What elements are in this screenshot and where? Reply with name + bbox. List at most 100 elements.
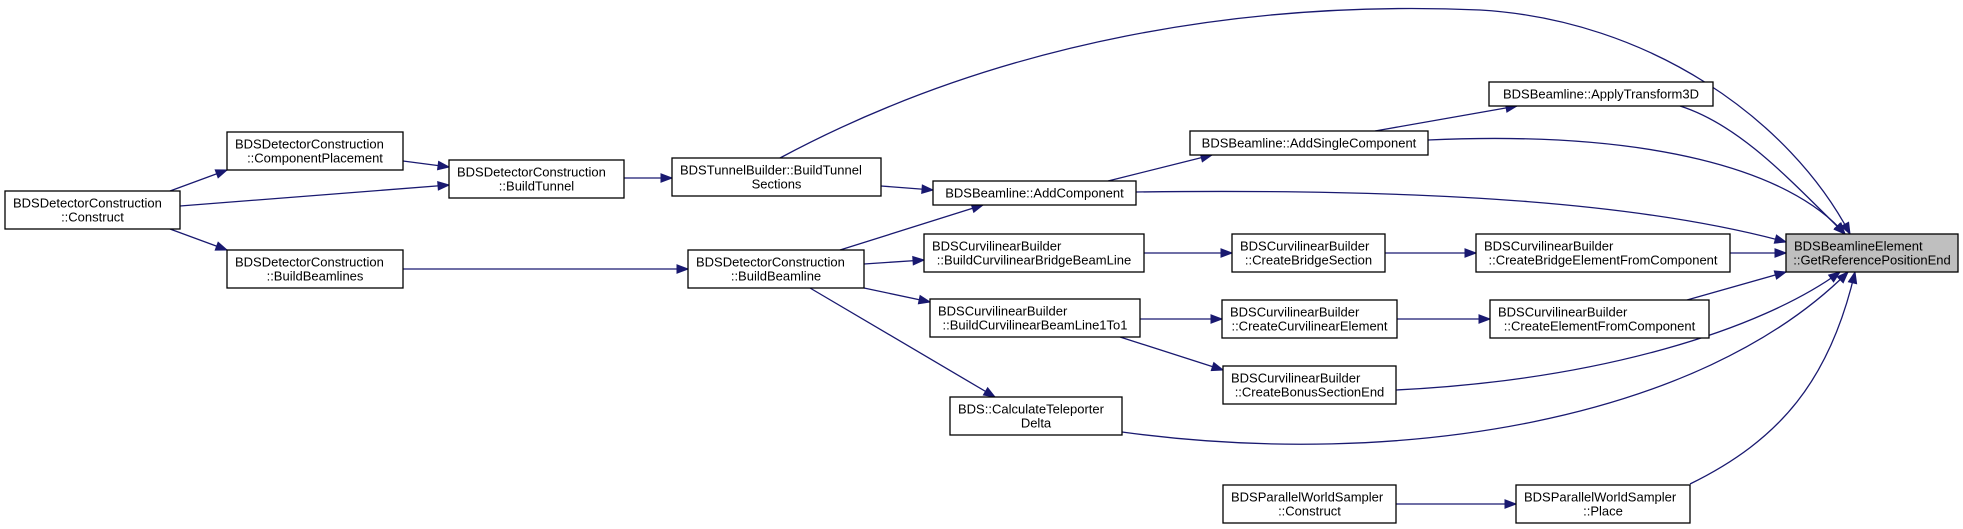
edge-addsingle-to-target <box>1427 137 1846 236</box>
node-label-line: BDSBeamline::AddSingleComponent <box>1202 136 1417 151</box>
nodes-layer: BDSBeamlineElement::GetReferencePosition… <box>4 81 1959 524</box>
arrowhead-icon <box>1840 221 1851 236</box>
edge-cb_createcurvelem-to-cb_elemfromcomp <box>1397 314 1492 324</box>
node-label-line: ::CreateBonusSectionEnd <box>1235 385 1385 400</box>
node-label-line: BDSTunnelBuilder::BuildTunnel <box>680 163 862 178</box>
node-dc_buildbeamline[interactable]: BDSDetectorConstruction::BuildBeamline <box>687 249 865 289</box>
node-cb_createbridgesection[interactable]: BDSCurvilinearBuilder::CreateBridgeSecti… <box>1231 233 1386 273</box>
edge-tunnelsections-to-target <box>779 7 1851 236</box>
arrowhead-icon <box>1847 270 1858 285</box>
arrowhead-icon <box>921 184 935 195</box>
node-label-line: ::Construct <box>1278 504 1341 519</box>
arrowhead-icon <box>1464 248 1478 258</box>
node-label-line: ::CreateBridgeSection <box>1245 253 1372 268</box>
arrowhead-icon <box>436 160 451 171</box>
arrowhead-icon <box>917 294 932 305</box>
edge-dc_buildbeamlines-to-dc_buildbeamline <box>403 264 690 274</box>
arrowhead-icon <box>1774 248 1788 258</box>
edge-addsingle-to-applytransform <box>1374 103 1519 132</box>
arrowhead-icon <box>1836 271 1849 284</box>
node-label-line: ::BuildBeamline <box>731 269 821 284</box>
node-label-line: ::CreateElementFromComponent <box>1504 319 1696 334</box>
arrowhead-icon <box>214 241 229 251</box>
node-label-line: BDSCurvilinearBuilder <box>1230 305 1360 320</box>
node-target[interactable]: BDSBeamlineElement::GetReferencePosition… <box>1785 233 1959 273</box>
arrowhead-icon <box>1220 248 1234 258</box>
node-label-line: ::BuildCurvilinearBeamLine1To1 <box>943 318 1128 333</box>
edge-cb_beamline1to1-to-cb_createcurvelem <box>1140 314 1224 324</box>
node-cb_bridgebeamline[interactable]: BDSCurvilinearBuilder::BuildCurvilinearB… <box>923 233 1145 273</box>
edge-pws_construct-to-pws_place <box>1396 499 1518 509</box>
node-label-line: BDSDetectorConstruction <box>235 255 384 270</box>
arrowhead-icon <box>1210 361 1225 372</box>
arrowhead-icon <box>676 264 690 274</box>
node-label-line: BDSCurvilinearBuilder <box>1498 305 1628 320</box>
node-label-line: ::CreateCurvilinearElement <box>1231 319 1387 334</box>
edge-teleporter-to-target <box>1121 271 1849 445</box>
edge-cb_createbridgesection-to-cb_bridgeelement <box>1385 248 1478 258</box>
node-label-line: BDSCurvilinearBuilder <box>1240 239 1370 254</box>
node-dc_buildtunnel[interactable]: BDSDetectorConstruction::BuildTunnel <box>448 159 625 199</box>
edge-addcomp-to-target <box>1135 190 1788 244</box>
edge-dc_construct-to-dc_buildbeamlines <box>169 228 229 251</box>
edge-cb_elemfromcomp-to-target <box>1686 270 1788 301</box>
node-cb_bridgeelement[interactable]: BDSCurvilinearBuilder::CreateBridgeEleme… <box>1475 233 1731 273</box>
arrowhead-icon <box>1773 234 1788 244</box>
node-label-line: BDSParallelWorldSampler <box>1524 490 1677 505</box>
node-label-line: BDS::CalculateTeleporter <box>958 402 1105 417</box>
node-addcomp[interactable]: BDSBeamline::AddComponent <box>932 180 1137 206</box>
node-dc_compplace[interactable]: BDSDetectorConstruction::ComponentPlacem… <box>226 131 404 171</box>
node-label-line: ::Place <box>1583 504 1623 519</box>
node-dc_construct[interactable]: BDSDetectorConstruction::Construct <box>4 190 181 230</box>
node-dc_buildbeamlines[interactable]: BDSDetectorConstruction::BuildBeamlines <box>226 249 404 289</box>
edge-cb_beamline1to1-to-cb_bonussection <box>1119 336 1225 372</box>
edge-tunnelsections-to-addcomp <box>880 184 935 195</box>
edge-addcomp-to-addsingle <box>1107 153 1214 182</box>
node-addsingle[interactable]: BDSBeamline::AddSingleComponent <box>1189 130 1429 156</box>
edge-dc_compplace-to-dc_buildtunnel <box>402 160 451 171</box>
node-label-line: ::CreateBridgeElementFromComponent <box>1488 253 1717 268</box>
node-label-line: BDSParallelWorldSampler <box>1231 490 1384 505</box>
node-label-line: BDSCurvilinearBuilder <box>938 304 1068 319</box>
node-cb_bonussection[interactable]: BDSCurvilinearBuilder::CreateBonusSectio… <box>1222 365 1397 405</box>
node-label-line: ::BuildBeamlines <box>267 269 364 284</box>
edge-dc_construct-to-dc_buildtunnel <box>179 180 451 207</box>
edge-cb_bridgeelement-to-target <box>1730 248 1788 258</box>
node-label-line: ::BuildCurvilinearBridgeBeamLine <box>937 253 1131 268</box>
edge-dc_buildbeamline-to-cb_beamline1to1 <box>863 287 932 305</box>
edge-dc_buildbeamline-to-teleporter <box>809 287 997 398</box>
node-label-line: BDSBeamline::AddComponent <box>945 186 1124 201</box>
node-label-line: BDSDetectorConstruction <box>696 255 845 270</box>
arrowhead-icon <box>912 255 926 266</box>
node-label-line: ::ComponentPlacement <box>247 151 383 166</box>
node-cb_beamline1to1[interactable]: BDSCurvilinearBuilder::BuildCurvilinearB… <box>929 298 1141 338</box>
node-cb_elemfromcomp[interactable]: BDSCurvilinearBuilder::CreateElementFrom… <box>1489 299 1710 339</box>
edges-layer <box>169 7 1858 509</box>
node-label-line: BDSCurvilinearBuilder <box>932 239 1062 254</box>
edge-dc_buildbeamline-to-cb_bridgebeamline <box>863 255 926 266</box>
node-label-line: BDSDetectorConstruction <box>457 165 606 180</box>
edge-pws_place-to-target <box>1689 270 1858 485</box>
node-label-line: ::GetReferencePositionEnd <box>1793 253 1951 268</box>
node-label-line: ::BuildTunnel <box>499 179 575 194</box>
node-label-line: BDSDetectorConstruction <box>235 137 384 152</box>
arrowhead-icon <box>982 386 997 398</box>
node-label-line: BDSBeamline::ApplyTransform3D <box>1503 87 1699 102</box>
edge-dc_construct-to-dc_compplace <box>169 169 229 192</box>
node-label-line: Delta <box>1021 416 1052 431</box>
node-label-line: BDSCurvilinearBuilder <box>1484 239 1614 254</box>
node-label-line: Sections <box>752 177 802 192</box>
node-cb_createcurvelem[interactable]: BDSCurvilinearBuilder::CreateCurvilinear… <box>1221 299 1398 339</box>
node-applytransform[interactable]: BDSBeamline::ApplyTransform3D <box>1488 81 1714 107</box>
arrowhead-icon <box>1504 499 1518 509</box>
arrowhead-icon <box>1478 314 1492 324</box>
node-label-line: BDSDetectorConstruction <box>13 196 162 211</box>
node-pws_place[interactable]: BDSParallelWorldSampler::Place <box>1515 484 1691 524</box>
arrowhead-icon <box>660 173 674 183</box>
node-pws_construct[interactable]: BDSParallelWorldSampler::Construct <box>1222 484 1397 524</box>
arrowhead-icon <box>1773 270 1788 280</box>
edge-dc_buildtunnel-to-tunnelsections <box>624 173 674 183</box>
